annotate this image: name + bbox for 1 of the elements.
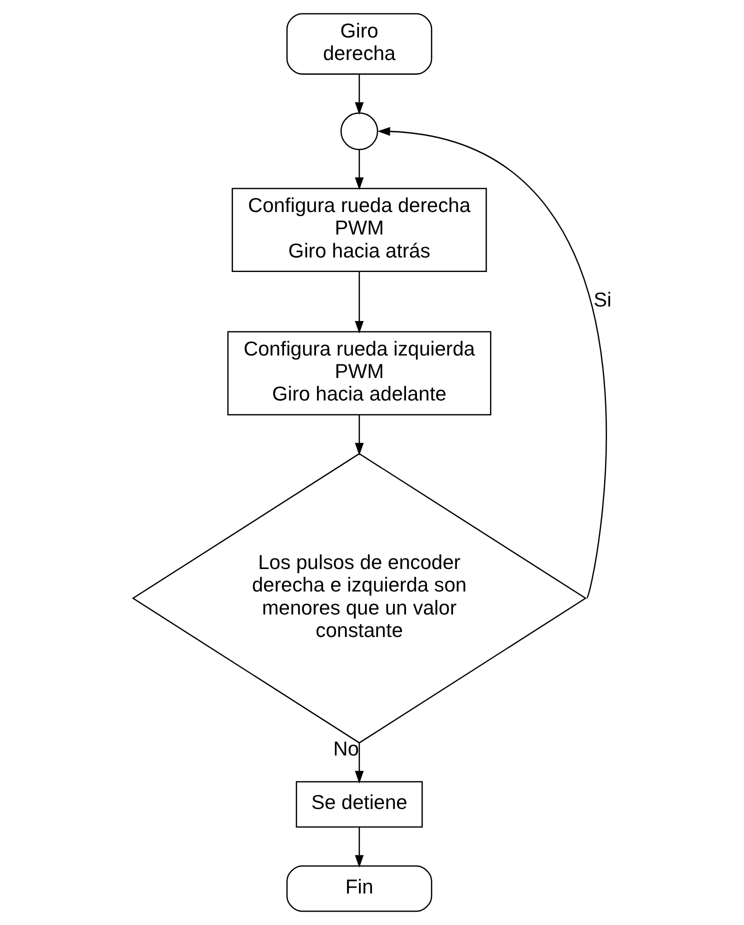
- edge-label: Si: [593, 289, 611, 312]
